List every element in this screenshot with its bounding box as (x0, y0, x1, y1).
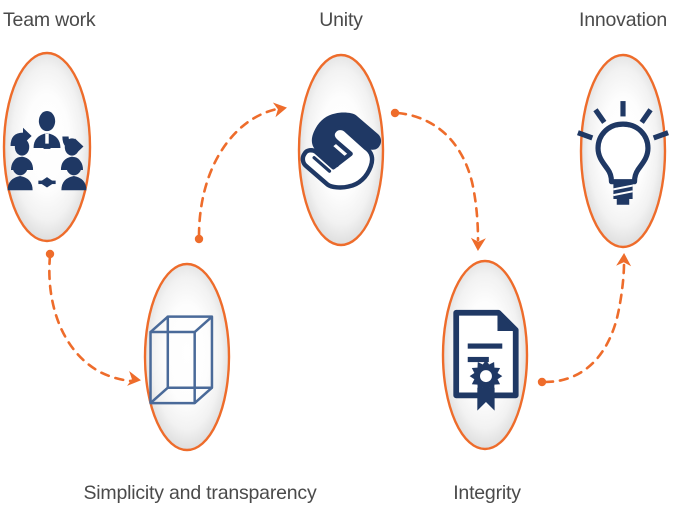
node-ellipse (143, 262, 231, 452)
people-network-icon (7, 111, 87, 191)
certificate-seal-icon (453, 309, 519, 411)
node-ellipse (297, 53, 385, 247)
connector-team-work-to-simplicity (45, 249, 141, 386)
connector-path (396, 111, 480, 242)
connector-arrowhead (616, 253, 632, 267)
transparent-cube-icon (149, 315, 214, 405)
node-integrity[interactable] (441, 259, 529, 451)
connector-integrity-to-innovation (537, 253, 632, 387)
connector-tail-dot (537, 377, 547, 387)
connector-tail-dot (390, 108, 400, 118)
connector-simplicity-to-unity (194, 102, 287, 244)
node-innovation[interactable] (577, 53, 669, 249)
connector-tail-dot (194, 234, 204, 244)
node-label-simplicity: Simplicity and transparency (83, 482, 316, 504)
connector-path (543, 262, 626, 384)
node-simplicity[interactable] (143, 262, 231, 452)
node-team-work[interactable] (2, 51, 92, 243)
nodes-layer (2, 51, 669, 452)
connector-unity-to-integrity (390, 108, 486, 251)
node-label-team-work: Team work (3, 9, 96, 31)
connector-arrowhead (127, 371, 141, 386)
connector-path (197, 107, 279, 238)
node-label-integrity: Integrity (453, 482, 521, 504)
connector-arrowhead (272, 102, 287, 118)
handshake-icon (300, 112, 382, 190)
node-label-unity: Unity (319, 9, 363, 31)
node-unity[interactable] (297, 53, 385, 247)
lightbulb-idea-icon (577, 101, 669, 205)
connectors-layer (45, 102, 632, 387)
node-label-innovation: Innovation (579, 9, 667, 31)
connector-path (48, 254, 133, 383)
connector-arrowhead (470, 237, 486, 251)
connector-tail-dot (45, 249, 55, 259)
